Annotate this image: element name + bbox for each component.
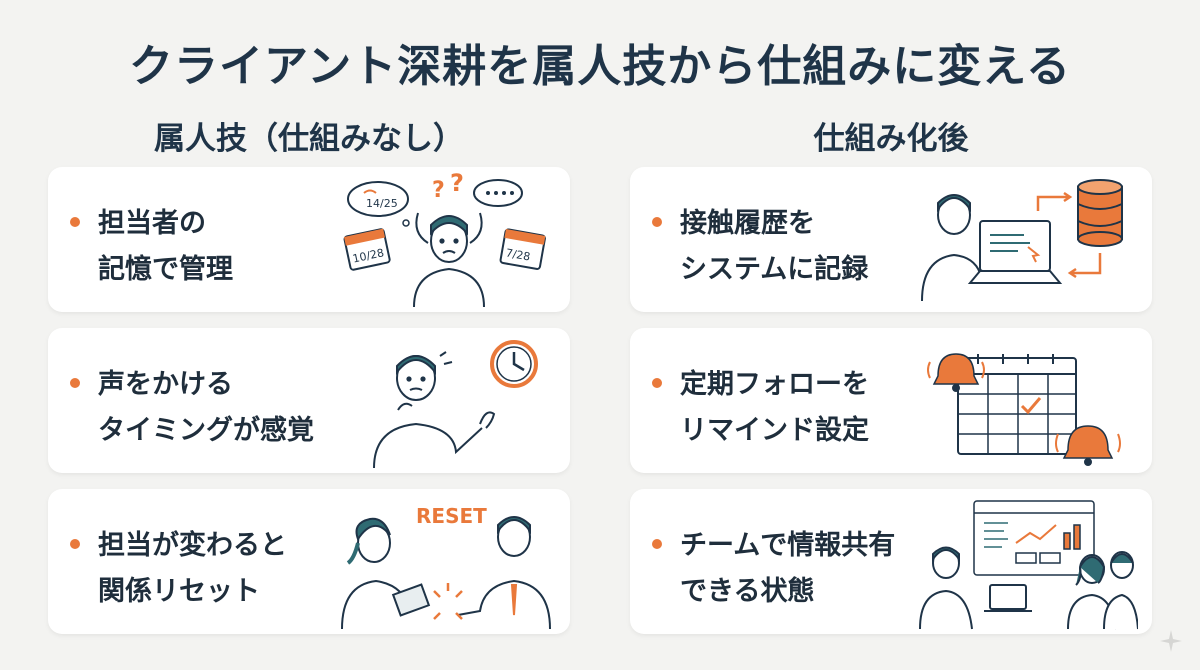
thought-bubble-icon bbox=[473, 179, 523, 207]
card-memory-management: 担当者の 記憶で管理 14/25 ? ? 10/28 7/28 bbox=[48, 167, 570, 312]
person-at-laptop-icon bbox=[921, 194, 981, 302]
handover-illustration: RESET bbox=[341, 504, 551, 630]
bullet-dot bbox=[70, 378, 80, 388]
card-record-contact-history: 接触履歴を システムに記録 bbox=[630, 167, 1152, 312]
team-dashboard-illustration bbox=[919, 500, 1138, 630]
bullet-dot bbox=[652, 378, 662, 388]
bell-icon bbox=[927, 353, 985, 392]
worried-person-icon bbox=[413, 212, 485, 308]
card-text-line2: タイミングが感覚 bbox=[98, 415, 314, 446]
card-text-line2: 記憶で管理 bbox=[98, 254, 233, 285]
card-text-line2: リマインド設定 bbox=[680, 415, 869, 446]
clock-icon bbox=[490, 340, 538, 388]
team-members-icon bbox=[919, 546, 1138, 630]
card-text-line2: 関係リセット bbox=[98, 576, 260, 607]
unsure-person-illustration bbox=[373, 340, 538, 469]
thinking-person-icon bbox=[373, 351, 496, 469]
bell-icon bbox=[1055, 425, 1121, 466]
bullet-dot bbox=[652, 539, 662, 549]
svg-text:10/28: 10/28 bbox=[351, 246, 385, 265]
man-person-icon bbox=[457, 516, 551, 630]
card-text-line1: 定期フォローを bbox=[680, 369, 869, 400]
card-text-line1: 接触履歴を bbox=[680, 208, 815, 239]
right-column-heading: 仕組み化後 bbox=[813, 121, 969, 157]
calendar-icon bbox=[957, 354, 1077, 455]
card-team-info-sharing: チームで情報共有 できる状態 bbox=[630, 489, 1152, 634]
sparkle-icon bbox=[1160, 630, 1182, 652]
bullet-dot bbox=[70, 539, 80, 549]
laptop-icon bbox=[967, 220, 1063, 284]
laptop-database-illustration bbox=[921, 179, 1123, 302]
left-column-heading: 属人技（仕組みなし） bbox=[154, 121, 464, 157]
bullet-dot bbox=[70, 217, 80, 227]
card-follow-up-reminder: 定期フォローを リマインド設定 bbox=[630, 328, 1152, 473]
thought-bubble-icon: 14/25 bbox=[347, 181, 410, 227]
card-relationship-reset: 担当が変わると 関係リセット RESET bbox=[48, 489, 570, 634]
svg-text:?: ? bbox=[450, 171, 464, 197]
card-text-line2: システムに記録 bbox=[680, 254, 869, 285]
bullet-dot bbox=[652, 217, 662, 227]
card-text-line1: 声をかける bbox=[98, 369, 233, 400]
svg-text:7/28: 7/28 bbox=[505, 246, 532, 263]
dashboard-icon bbox=[973, 500, 1095, 576]
confused-person-illustration: 14/25 ? ? 10/28 7/28 bbox=[343, 171, 546, 308]
page-title: クライアント深耕を属人技から仕組みに変える bbox=[129, 41, 1071, 92]
card-text-line1: チームで情報共有 bbox=[680, 530, 896, 561]
svg-text:?: ? bbox=[432, 178, 445, 203]
calendar-bell-illustration bbox=[927, 353, 1121, 466]
card-text-line1: 担当者の bbox=[98, 208, 206, 239]
calendar-icon: 10/28 bbox=[343, 228, 391, 271]
card-text-line1: 担当が変わると bbox=[98, 530, 287, 561]
date-label-1: 14/25 bbox=[366, 197, 398, 210]
reset-label: RESET bbox=[416, 504, 487, 528]
database-icon bbox=[1077, 179, 1123, 247]
woman-person-icon bbox=[341, 517, 431, 630]
card-timing-by-feel: 声をかける タイミングが感覚 bbox=[48, 328, 570, 473]
card-text-line2: できる状態 bbox=[680, 576, 815, 607]
calendar-icon: 7/28 bbox=[499, 228, 546, 270]
